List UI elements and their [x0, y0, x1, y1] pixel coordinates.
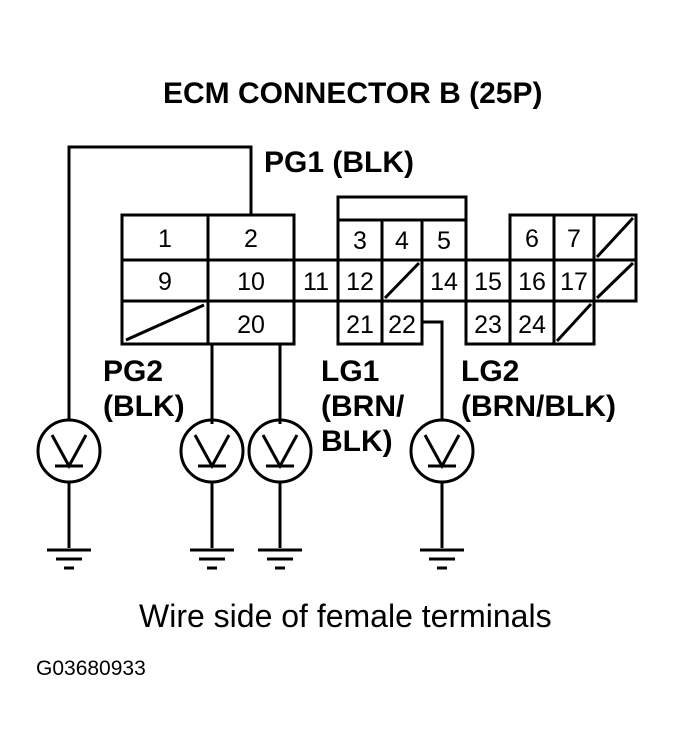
terminal-17: 17: [560, 268, 588, 296]
terminal-1: 1: [158, 225, 172, 253]
lg1-label-line2: (BRN/: [321, 390, 405, 423]
pg1-wire: [67, 145, 253, 420]
ground-lamp-icon: [36, 418, 475, 484]
terminal-7: 7: [567, 225, 581, 253]
ecm-connector-b: [120, 195, 638, 346]
connector-title: ECM CONNECTOR B (25P): [163, 77, 542, 110]
diagram-caption: Wire side of female terminals: [139, 598, 552, 634]
terminal-11: 11: [303, 268, 329, 296]
terminal-23: 23: [474, 311, 502, 339]
terminal-14: 14: [430, 268, 458, 296]
pg1-label: PG1 (BLK): [264, 146, 414, 179]
figure-code: G03680933: [36, 657, 146, 680]
wires: [67, 145, 444, 548]
lg2-label-line1: LG2: [461, 355, 519, 388]
terminal-9: 9: [158, 268, 172, 296]
lg2-wire: [422, 320, 444, 420]
ground-symbol-icon: [47, 548, 464, 570]
terminal-numbers: 1 2 3 4 5 6 7 9 10 11 12 14 15 16 17 20 …: [158, 225, 588, 339]
pg2-label-line2: (BLK): [103, 390, 185, 423]
terminal-22: 22: [388, 311, 416, 339]
pg2-label-line1: PG2: [103, 355, 163, 388]
terminal-6: 6: [525, 225, 539, 253]
lg1-label-line3: BLK): [321, 425, 393, 458]
terminal-12: 12: [346, 268, 374, 296]
lg1-label-line1: LG1: [321, 355, 379, 388]
terminal-15: 15: [474, 268, 502, 296]
terminal-3: 3: [353, 227, 367, 255]
terminal-10: 10: [237, 268, 265, 296]
terminal-16: 16: [518, 268, 546, 296]
terminal-20: 20: [237, 311, 265, 339]
terminal-5: 5: [437, 227, 451, 255]
terminal-4: 4: [395, 227, 409, 255]
terminal-24: 24: [518, 311, 546, 339]
lg2-label-line2: (BRN/BLK): [461, 390, 616, 423]
terminal-2: 2: [244, 225, 258, 253]
terminal-21: 21: [346, 311, 374, 339]
